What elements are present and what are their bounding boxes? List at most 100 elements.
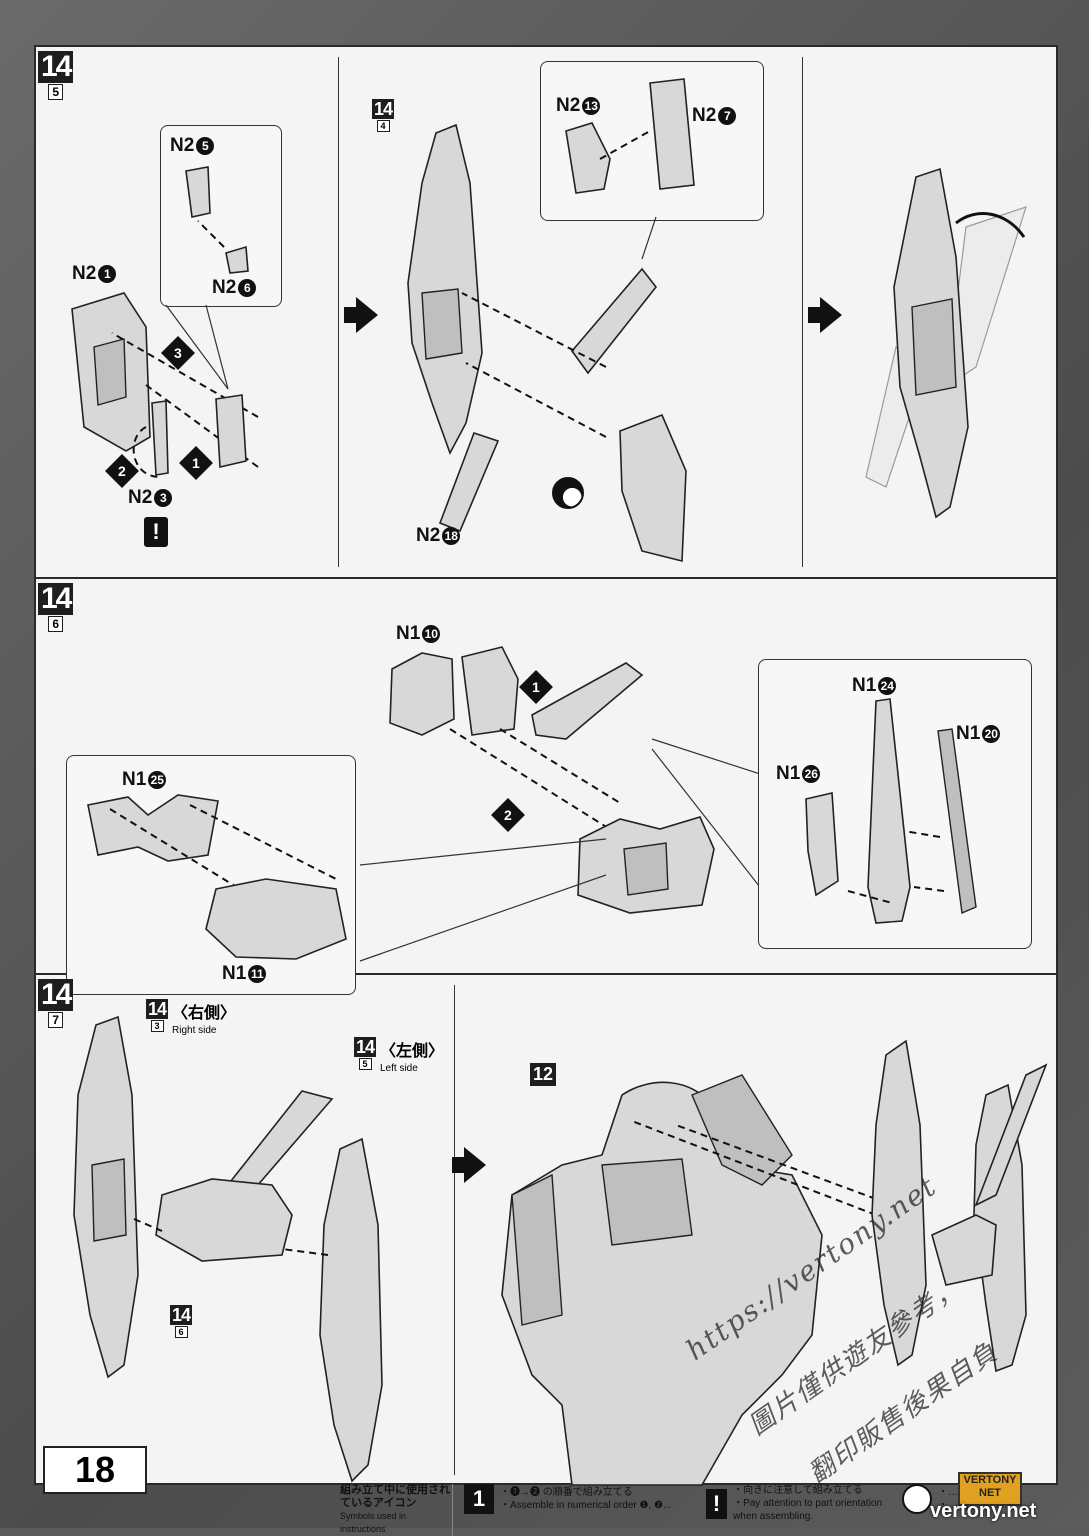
ref-step-sub: 5 bbox=[358, 1058, 372, 1070]
next-arrow-icon bbox=[808, 297, 842, 333]
step-sub: 6 bbox=[48, 616, 64, 632]
next-arrow-icon bbox=[452, 1147, 486, 1183]
legend-order: 1 ・❶→❷ の順番で組み立てる・Assemble in numerical o… bbox=[464, 1484, 671, 1514]
step-badge: 14 7 bbox=[38, 979, 74, 1028]
part-n1-11 bbox=[205, 878, 347, 960]
callout-line bbox=[641, 216, 657, 260]
assembly-arrows bbox=[631, 1120, 877, 1216]
callout-lines bbox=[359, 738, 789, 962]
step-sub: 7 bbox=[48, 1012, 64, 1028]
legend-text: ・向きに注意して組み立てる bbox=[733, 1485, 863, 1496]
part-n2-5-6-assembled bbox=[215, 394, 247, 468]
part-n2-1 bbox=[71, 292, 151, 452]
part-n2-6 bbox=[225, 245, 249, 274]
step-number: 14 bbox=[38, 51, 74, 83]
site-url: vertony.net bbox=[930, 1500, 1037, 1522]
ref-step-badge: 14 3 bbox=[146, 999, 169, 1032]
logo-text: VERTONY bbox=[963, 1474, 1017, 1486]
shoulder-block bbox=[577, 816, 715, 914]
section-step-14-7: 14 7 14 3 〈右側〉Right side 14 5 〈左側〉Left s… bbox=[36, 975, 1056, 1486]
part-n1-26 bbox=[805, 792, 839, 897]
part-n1-24 bbox=[867, 698, 911, 924]
left-side-label: 〈左側〉Left side bbox=[380, 1043, 445, 1074]
ref-step-number: 14 bbox=[146, 999, 169, 1019]
part-wing-upper bbox=[570, 267, 658, 375]
next-arrow-icon bbox=[344, 297, 378, 333]
caution-icon: ! bbox=[706, 1488, 728, 1519]
part-n2-7 bbox=[649, 78, 695, 190]
part-n2-13 bbox=[565, 122, 611, 194]
divider bbox=[338, 57, 339, 567]
ref-step-sub: 4 bbox=[376, 120, 390, 132]
part-wing-cover bbox=[531, 662, 644, 740]
later-use-icon bbox=[902, 1484, 932, 1514]
ref-step-badge: 14 5 bbox=[354, 1037, 377, 1070]
order-icon: 1 bbox=[464, 1484, 494, 1514]
assembly-arrows bbox=[449, 728, 621, 834]
legend-text: ・❶→❷ の順番で組み立てる bbox=[500, 1487, 633, 1498]
body-step-badge: 12 bbox=[530, 1063, 557, 1086]
part-n2-3 bbox=[151, 400, 169, 476]
shield-base-part bbox=[407, 123, 483, 455]
left-shield bbox=[319, 1137, 383, 1483]
detail-inset bbox=[160, 125, 282, 307]
assembly-arrow bbox=[599, 130, 651, 160]
ref-step-badge: 14 6 bbox=[170, 1305, 193, 1338]
assembly-arrow bbox=[197, 220, 225, 248]
part-n2-18 bbox=[438, 431, 500, 533]
step-number: 14 bbox=[38, 583, 74, 615]
divider bbox=[454, 985, 455, 1475]
part-n2-5 bbox=[185, 166, 211, 218]
robot-body bbox=[501, 1074, 823, 1486]
step-sub: 5 bbox=[48, 84, 64, 100]
shield-assembly bbox=[871, 1039, 1048, 1373]
shield-completed bbox=[865, 167, 1027, 519]
legend-orientation: ! ・向きに注意して組み立てる・Pay attention to part or… bbox=[706, 1484, 896, 1523]
step-badge: 14 6 bbox=[38, 583, 74, 632]
ref-step-badge: 14 4 bbox=[372, 99, 395, 132]
right-side-label: 〈右側〉Right side bbox=[172, 1005, 237, 1036]
later-use-icon bbox=[552, 477, 584, 509]
divider bbox=[802, 57, 803, 567]
ref-step-number: 14 bbox=[372, 99, 395, 119]
legend-text-en: ・Assemble in numerical order ❶, ❷... bbox=[500, 1500, 672, 1511]
assembly-arrows bbox=[847, 830, 945, 904]
center-mount bbox=[155, 1090, 334, 1262]
step-badge: 14 5 bbox=[38, 51, 74, 100]
caution-icon: ! bbox=[144, 517, 168, 547]
page-number: 18 bbox=[43, 1446, 147, 1494]
part-n1-20 bbox=[937, 728, 977, 915]
callout-lines bbox=[165, 304, 229, 390]
part-wing-lower bbox=[619, 413, 687, 563]
ref-step-number: 14 bbox=[354, 1037, 377, 1057]
ref-step-number: 14 bbox=[170, 1305, 193, 1325]
ref-step-sub: 3 bbox=[150, 1020, 164, 1032]
right-shield bbox=[73, 1015, 139, 1379]
logo-text: NET bbox=[979, 1487, 1001, 1499]
ref-step-sub: 6 bbox=[174, 1326, 188, 1338]
part-n1-25 bbox=[87, 794, 219, 862]
legend-text-en: ・Pay attention to part orientation when … bbox=[733, 1498, 883, 1522]
assembly-arrows bbox=[461, 292, 607, 438]
assembly-arrows bbox=[109, 804, 337, 900]
step-number: 14 bbox=[38, 979, 74, 1011]
assembly-arrows bbox=[133, 1218, 329, 1256]
